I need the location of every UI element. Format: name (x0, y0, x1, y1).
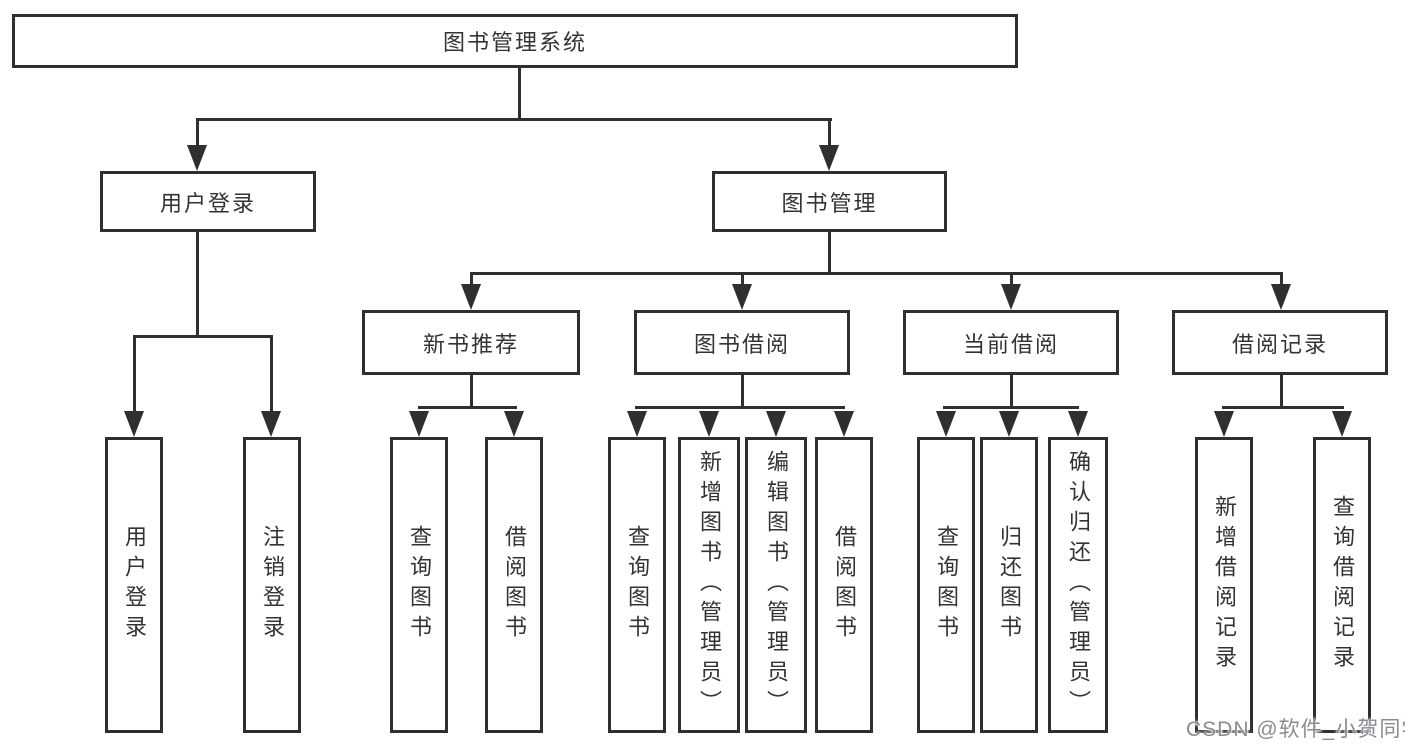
connector-line (133, 335, 136, 412)
arrow-down-icon (999, 411, 1019, 437)
connector-line (741, 375, 744, 409)
leaf-confirm-return-admin: 确认归还（管理员） (1048, 437, 1108, 733)
arrow-down-icon (834, 411, 854, 437)
arrow-down-icon (1001, 284, 1021, 310)
arrow-down-icon (627, 411, 647, 437)
leaf-borrow-books: 借阅图书 (815, 437, 873, 733)
node-new-book-recommend: 新书推荐 (362, 310, 580, 375)
node-label: 查询图书 (625, 525, 650, 645)
leaf-query-books-newbook: 查询图书 (390, 437, 448, 733)
leaf-query-borrow-record: 查询借阅记录 (1313, 437, 1371, 733)
leaf-add-borrow-record: 新增借阅记录 (1195, 437, 1253, 733)
connector-line (1280, 375, 1283, 409)
node-label: 确认归还（管理员） (1066, 450, 1091, 720)
csdn-watermark: CSDN @软件_小贺同学 (1186, 718, 1405, 741)
connector-line (470, 272, 1283, 275)
arrow-down-icon (732, 284, 752, 310)
connector-line (943, 406, 1079, 409)
connector-line (741, 272, 744, 286)
connector-line (470, 375, 473, 409)
arrow-down-icon (461, 284, 481, 310)
arrow-down-icon (409, 411, 429, 437)
node-user-login: 用户登录 (100, 171, 316, 232)
node-label: 注销登录 (260, 525, 285, 645)
node-label: 借阅记录 (1231, 331, 1328, 357)
connector-line (828, 232, 831, 275)
leaf-add-books-admin: 新增图书（管理员） (678, 437, 740, 733)
leaf-user-login: 用户登录 (105, 437, 163, 733)
connector-line (470, 272, 473, 286)
node-book-borrow: 图书借阅 (634, 310, 850, 375)
connector-line (196, 118, 832, 121)
node-label: 新增图书（管理员） (697, 450, 722, 720)
node-label: 图书借阅 (693, 331, 790, 357)
node-label: 查询借阅记录 (1330, 495, 1355, 675)
connector-line (1010, 375, 1013, 409)
node-current-borrow: 当前借阅 (903, 310, 1119, 375)
arrow-down-icon (936, 411, 956, 437)
node-borrow-records: 借阅记录 (1172, 310, 1388, 375)
node-label: 借阅图书 (502, 525, 527, 645)
connector-line (828, 118, 831, 147)
arrow-down-icon (1332, 411, 1352, 437)
node-label: 编辑图书（管理员） (764, 450, 789, 720)
node-label: 新书推荐 (422, 331, 519, 357)
node-book-management: 图书管理 (712, 171, 947, 232)
leaf-edit-books-admin: 编辑图书（管理员） (745, 437, 807, 733)
connector-line (1222, 406, 1344, 409)
arrow-down-icon (261, 411, 281, 437)
arrow-down-icon (1214, 411, 1234, 437)
node-label: 图书管理系统 (442, 30, 587, 55)
node-label: 借阅图书 (832, 525, 857, 645)
node-label: 新增借阅记录 (1212, 495, 1237, 675)
connector-line (518, 68, 521, 119)
arrow-down-icon (699, 411, 719, 437)
leaf-borrow-books-newbook: 借阅图书 (485, 437, 543, 733)
arrow-down-icon (766, 411, 786, 437)
connector-line (133, 335, 273, 338)
leaf-query-books-borrow: 查询图书 (608, 437, 666, 733)
node-label: 归还图书 (997, 525, 1022, 645)
leaf-query-books-current: 查询图书 (917, 437, 975, 733)
arrow-down-icon (1068, 411, 1088, 437)
connector-line (418, 406, 517, 409)
connector-line (196, 232, 199, 337)
node-library-management-system: 图书管理系统 (12, 14, 1018, 68)
node-label: 用户登录 (122, 525, 147, 645)
arrow-down-icon (124, 411, 144, 437)
connector-line (635, 406, 845, 409)
connector-line (1280, 272, 1283, 286)
leaf-return-books: 归还图书 (980, 437, 1038, 733)
connector-line (1010, 272, 1013, 286)
node-label: 查询图书 (934, 525, 959, 645)
node-label: 当前借阅 (962, 331, 1059, 357)
connector-line (196, 118, 199, 147)
node-label: 用户登录 (159, 190, 256, 216)
arrow-down-icon (819, 145, 839, 171)
node-label: 图书管理 (781, 190, 878, 216)
arrow-down-icon (504, 411, 524, 437)
arrow-down-icon (187, 145, 207, 171)
node-label: 查询图书 (407, 525, 432, 645)
connector-line (270, 335, 273, 412)
arrow-down-icon (1271, 284, 1291, 310)
leaf-logout: 注销登录 (243, 437, 301, 733)
